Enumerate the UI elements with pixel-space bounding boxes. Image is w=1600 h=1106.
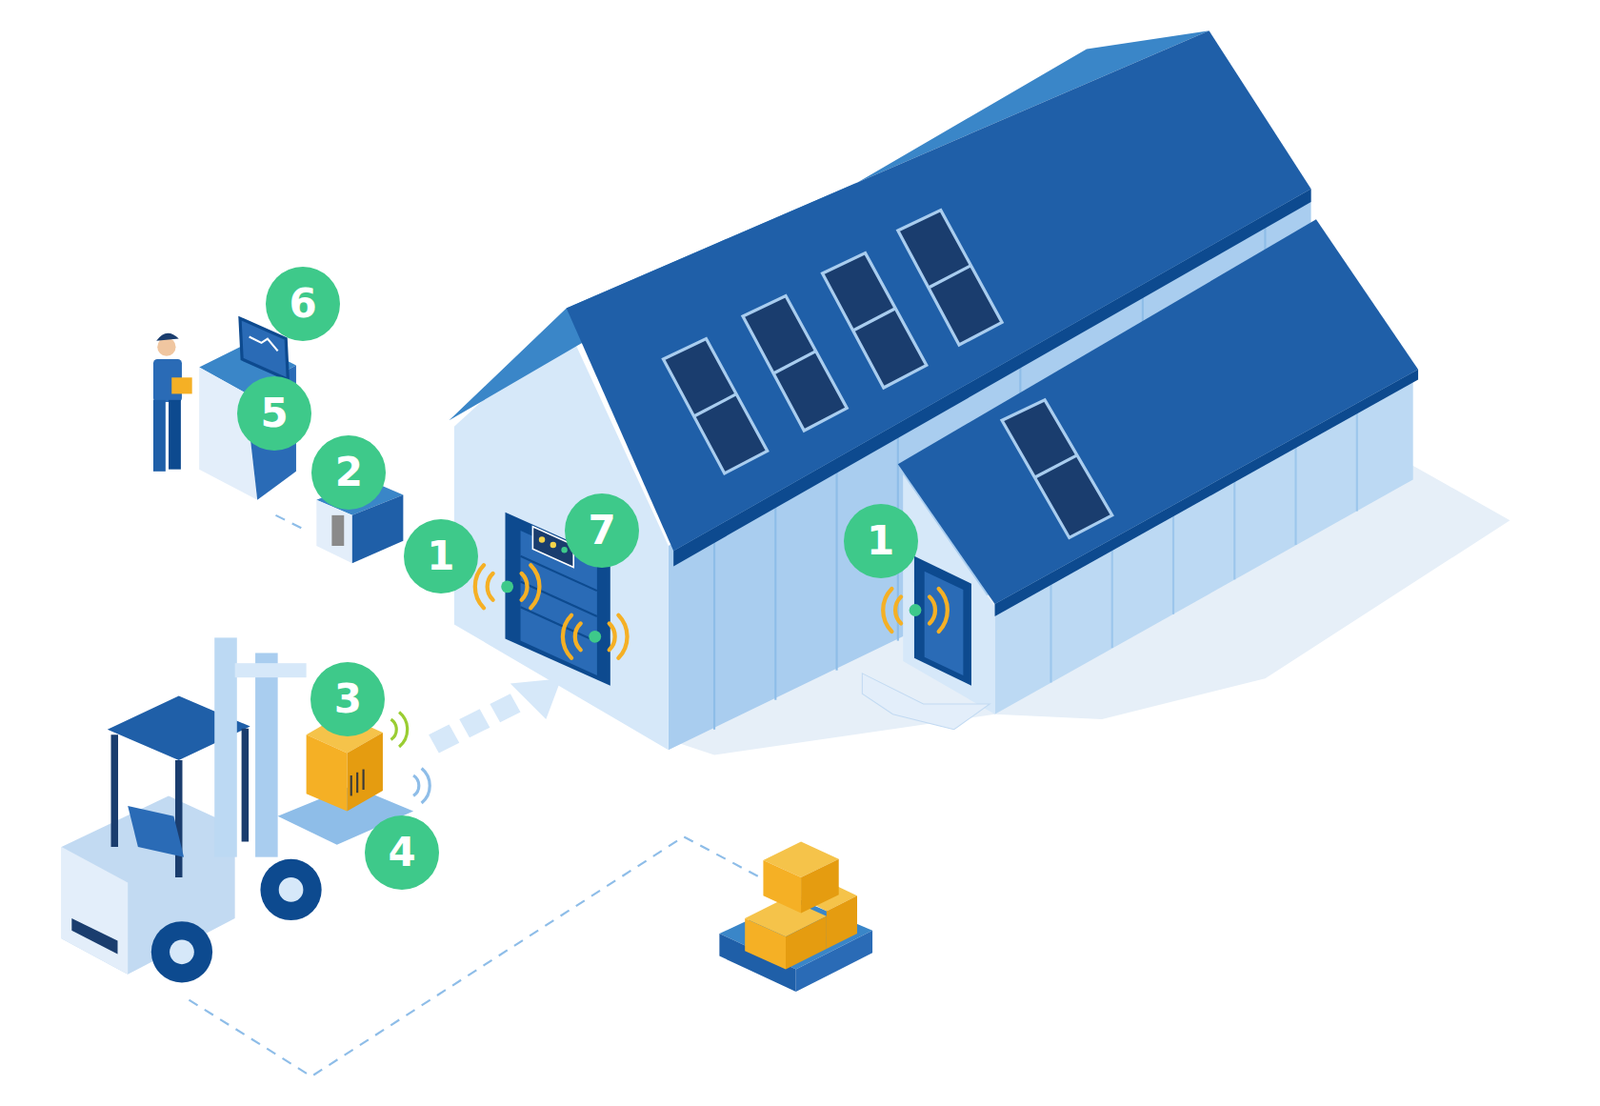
callout-text: 4	[388, 832, 417, 873]
callout-number: 1	[843, 503, 919, 579]
callout-number: 2	[311, 435, 386, 510]
callout-number: 7	[564, 493, 640, 568]
callout-text: 1	[426, 536, 455, 577]
callout-number: 6	[265, 266, 340, 341]
callout-number: 4	[364, 815, 440, 890]
callout-number: 5	[237, 376, 312, 451]
callout-text: 6	[289, 283, 318, 324]
callout-number: 3	[310, 661, 385, 737]
callout-text: 5	[260, 393, 289, 434]
callout-text: 7	[588, 510, 617, 551]
callout-text: 3	[334, 679, 362, 720]
callout-text: 1	[866, 520, 895, 561]
callout-number: 1	[403, 519, 479, 594]
callout-text: 2	[335, 452, 363, 493]
